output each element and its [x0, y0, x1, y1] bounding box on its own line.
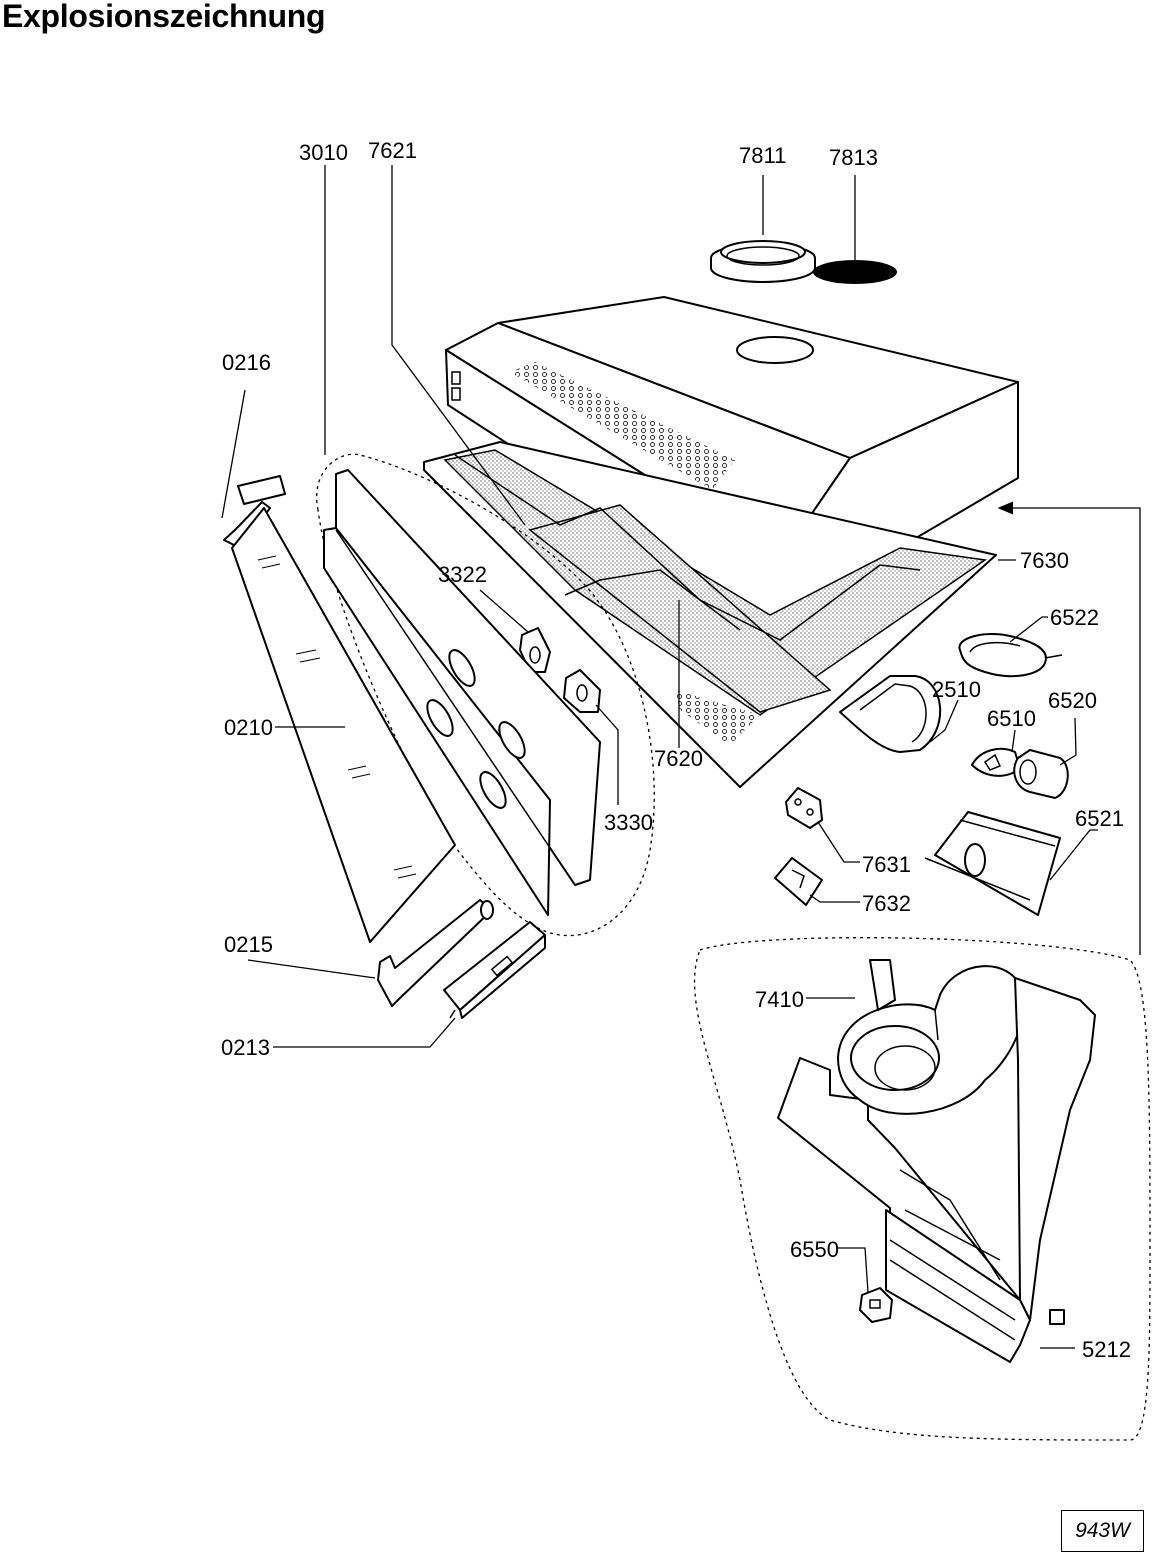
- label-7410: 7410: [755, 987, 804, 1012]
- switch-3330: [563, 669, 601, 713]
- label-7630: 7630: [1020, 548, 1069, 573]
- label-6510: 6510: [987, 706, 1036, 731]
- label-3322: 3322: [438, 562, 487, 587]
- capacitor-6550: [859, 1287, 893, 1323]
- label-0210: 0210: [224, 715, 273, 740]
- document-code: 943W: [1061, 1510, 1144, 1552]
- label-7620: 7620: [654, 746, 703, 771]
- fan-group-outline: [693, 937, 1151, 1441]
- fan-housing-5212: [885, 1209, 1031, 1363]
- bulb-6510: [971, 747, 1021, 777]
- page-title: Explosionszeichnung: [2, 0, 326, 34]
- label-7813: 7813: [829, 145, 878, 170]
- filter-tray-7630: [423, 441, 997, 788]
- leader-lines: [221, 165, 1141, 1349]
- switch-3322: [519, 627, 551, 673]
- bracket-0215: [377, 899, 494, 1007]
- label-7632: 7632: [862, 891, 911, 916]
- fan-housing-7410: [777, 959, 1096, 1321]
- label-0216: 0216: [222, 350, 271, 375]
- clip-7632: [774, 857, 823, 906]
- label-5212: 5212: [1082, 1337, 1131, 1362]
- label-6520: 6520: [1048, 688, 1097, 713]
- small-part-5212: [1049, 1309, 1065, 1325]
- label-0213: 0213: [221, 1035, 270, 1060]
- label-7631: 7631: [862, 852, 911, 877]
- glass-0210: [231, 507, 456, 943]
- label-6550: 6550: [790, 1237, 839, 1262]
- label-3330: 3330: [604, 810, 653, 835]
- label-7621: 7621: [368, 138, 417, 163]
- label-7811: 7811: [739, 143, 786, 168]
- gasket-7813: [813, 260, 897, 284]
- light-cover-2510: [839, 675, 942, 753]
- lamp-holder-6522: [958, 632, 1063, 678]
- clip-7631: [785, 787, 823, 829]
- label-0215: 0215: [224, 932, 273, 957]
- label-6522: 6522: [1050, 605, 1099, 630]
- label-3010: 3010: [299, 140, 348, 165]
- lamp-bracket-6521: [924, 811, 1061, 916]
- holder-0213: [443, 921, 546, 1019]
- ring-7811: [710, 240, 816, 283]
- label-2510: 2510: [932, 677, 981, 702]
- socket-6520: [1013, 749, 1069, 799]
- label-6521: 6521: [1075, 806, 1124, 831]
